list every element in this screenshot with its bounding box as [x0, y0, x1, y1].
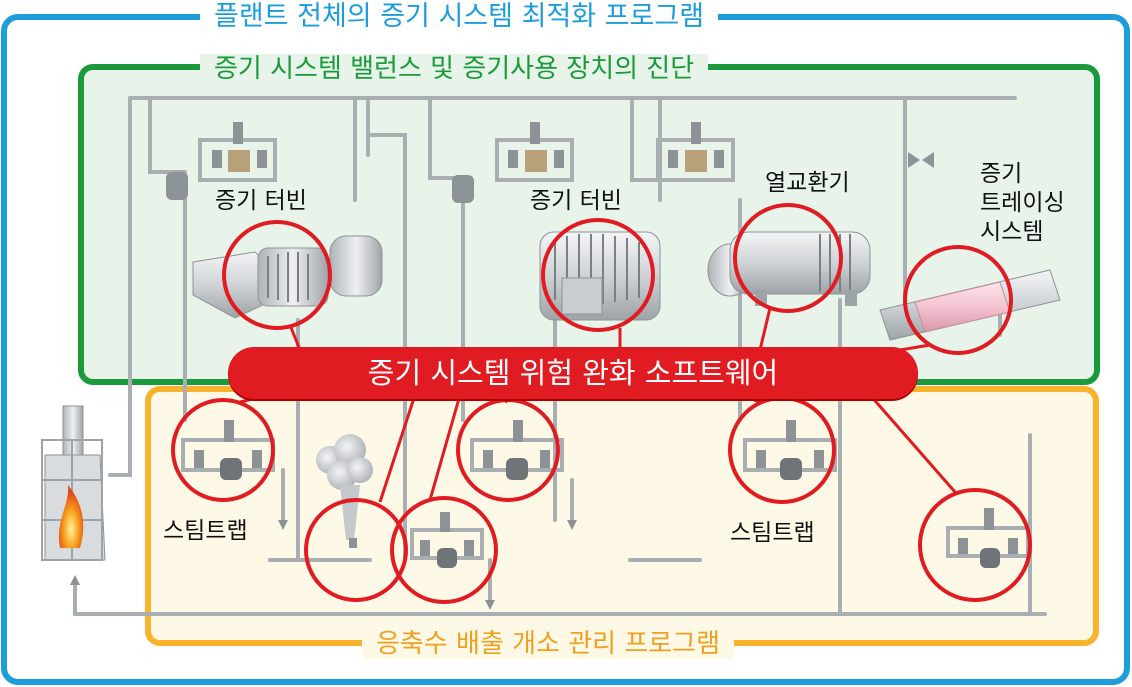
orange-frame-title: 응축수 배출 개소 관리 프로그램	[362, 629, 735, 659]
separator-1	[166, 172, 188, 200]
label-tracing-line2: 트레이싱	[980, 190, 1065, 216]
inspection-circle-trap-5	[918, 488, 1032, 602]
label-tracing-system: 증기 트레이싱 시스템	[980, 160, 1065, 247]
risk-mitigation-software-banner: 증기 시스템 위험 완화 소프트웨어	[228, 347, 918, 399]
inspection-circle-vent	[304, 498, 408, 602]
valve-icon	[908, 152, 934, 168]
steam-trap-icon-2	[470, 420, 564, 480]
inspection-circle-trap-3	[390, 496, 498, 604]
orange-frame	[145, 386, 1099, 646]
turbine-icon-2	[539, 231, 661, 321]
separator-2	[452, 175, 474, 203]
banner-connectors	[239, 307, 957, 503]
label-steam-trap-1: 스팀트랩	[163, 518, 248, 544]
outer-frame-title: 플랜트 전체의 증기 시스템 최적화 프로그램	[200, 2, 719, 32]
label-heat-exchanger: 열교환기	[765, 170, 850, 196]
inspection-circle-turbine-1	[222, 220, 332, 330]
inspection-circle-turbine-2	[541, 218, 655, 332]
label-tracing-line3: 시스템	[980, 219, 1044, 245]
inspection-circle-heat-exchanger	[733, 203, 843, 313]
green-frame	[78, 64, 1100, 385]
steam-trap-icon-3	[410, 512, 484, 568]
label-tracing-line1: 증기	[980, 161, 1023, 187]
label-turbine-2: 증기 터빈	[530, 188, 622, 214]
valve-station-2	[495, 122, 574, 182]
inspection-circle-trap-1	[171, 398, 275, 502]
label-turbine-1: 증기 터빈	[215, 188, 307, 214]
label-steam-trap-2: 스팀트랩	[730, 520, 815, 546]
flow-arrows	[70, 520, 577, 610]
green-frame-title: 증기 시스템 밸런스 및 증기사용 장치의 진단	[200, 54, 709, 84]
boiler-icon	[41, 405, 106, 561]
turbine-icon-1	[192, 235, 383, 319]
inspection-circle-tracing	[903, 245, 1013, 355]
valve-station-1	[198, 122, 277, 182]
valve-station-3	[656, 122, 735, 182]
